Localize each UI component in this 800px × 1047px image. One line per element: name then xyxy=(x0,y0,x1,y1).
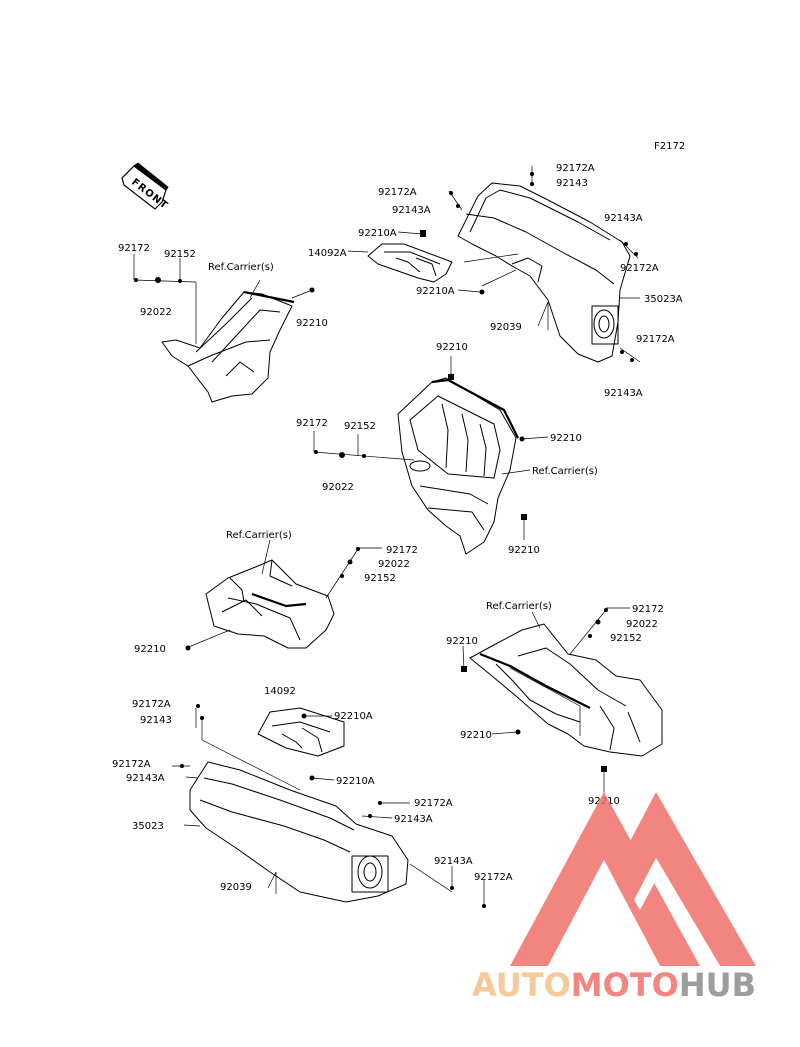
part-number-label: 92172A xyxy=(378,187,417,198)
part-number-label: 92172 xyxy=(296,418,328,429)
part-number-label: 35023 xyxy=(132,821,164,832)
watermark-logo: AUTOMOTOHUB xyxy=(472,792,756,1004)
part-number-label: 92210 xyxy=(134,644,166,655)
part-number-label: 92210 xyxy=(446,636,478,647)
ref-label: Ref.Carrier(s) xyxy=(208,262,274,273)
part-number-label: 92172 xyxy=(118,243,150,254)
part-number-label: 92210A xyxy=(416,286,455,297)
part-number-label: 92143A xyxy=(394,814,433,825)
part-number-label: 92172A xyxy=(556,163,595,174)
carrier-bracket-upper-left xyxy=(161,290,295,403)
part-number-label: 35023A xyxy=(644,294,683,305)
part-number-label: 92143A xyxy=(434,856,473,867)
figure-code: F2172 xyxy=(654,141,685,152)
part-number-label: 92210 xyxy=(296,318,328,329)
leader-lines xyxy=(133,166,641,908)
part-number-label: 92152 xyxy=(610,633,642,644)
rear-fender-right xyxy=(457,182,631,363)
cover-plate-14092 xyxy=(257,707,345,757)
part-number-label: 92039 xyxy=(220,882,252,893)
part-number-label: 92210A xyxy=(336,776,375,787)
part-number-label: 92143A xyxy=(392,205,431,216)
part-number-label: 92172 xyxy=(632,604,664,615)
part-number-label: 92210 xyxy=(460,730,492,741)
part-number-label: 14092A xyxy=(308,248,347,259)
part-number-label: 92172A xyxy=(414,798,453,809)
part-number-label: 92143 xyxy=(140,715,172,726)
part-number-label: 92210 xyxy=(436,342,468,353)
part-number-label: 92022 xyxy=(626,619,658,630)
front-arrow-icon: FRONT xyxy=(121,162,170,212)
cover-plate-14092A xyxy=(367,243,453,283)
watermark-text-moto: MOTO xyxy=(571,966,679,1004)
part-number-label: 92210A xyxy=(334,711,373,722)
part-number-label: 92152 xyxy=(364,573,396,584)
ref-label: Ref.Carrier(s) xyxy=(226,530,292,541)
watermark-text: AUTOMOTOHUB xyxy=(472,966,756,1004)
part-number-label: 92210 xyxy=(508,545,540,556)
ref-label: Ref.Carrier(s) xyxy=(486,601,552,612)
part-number-label: 92172A xyxy=(474,872,513,883)
part-number-label: 92143A xyxy=(604,388,643,399)
part-number-label: 92172A xyxy=(620,263,659,274)
rear-fender-left xyxy=(189,761,409,903)
part-number-label: 92022 xyxy=(322,482,354,493)
part-number-label: 92172A xyxy=(132,699,171,710)
ref-label: Ref.Carrier(s) xyxy=(532,466,598,477)
part-number-label: 92210A xyxy=(358,228,397,239)
part-number-label: 92172A xyxy=(112,759,151,770)
watermark-text-auto: AUTO xyxy=(472,966,571,1004)
part-number-label: 92172A xyxy=(636,334,675,345)
part-number-label: 92210 xyxy=(550,433,582,444)
center-storage-box xyxy=(397,377,519,555)
part-number-label: 92143A xyxy=(126,773,165,784)
part-labels: 92172A 92143 92172A 92143A 92143A 92172A… xyxy=(112,163,683,893)
part-number-label: 92143 xyxy=(556,178,588,189)
part-number-label: 92152 xyxy=(164,249,196,260)
carrier-bracket-middle-left xyxy=(205,559,335,649)
part-number-label: 92152 xyxy=(344,421,376,432)
part-number-label: 92172 xyxy=(386,545,418,556)
triangle-logo-icon xyxy=(510,792,756,966)
part-number-label: 92022 xyxy=(378,559,410,570)
watermark-text-hub: HUB xyxy=(679,966,756,1004)
part-number-label: 92022 xyxy=(140,307,172,318)
part-number-label: 92143A xyxy=(604,213,643,224)
part-number-label: 92039 xyxy=(490,322,522,333)
carrier-bracket-middle-right xyxy=(469,623,663,757)
part-number-label: 14092 xyxy=(264,686,296,697)
